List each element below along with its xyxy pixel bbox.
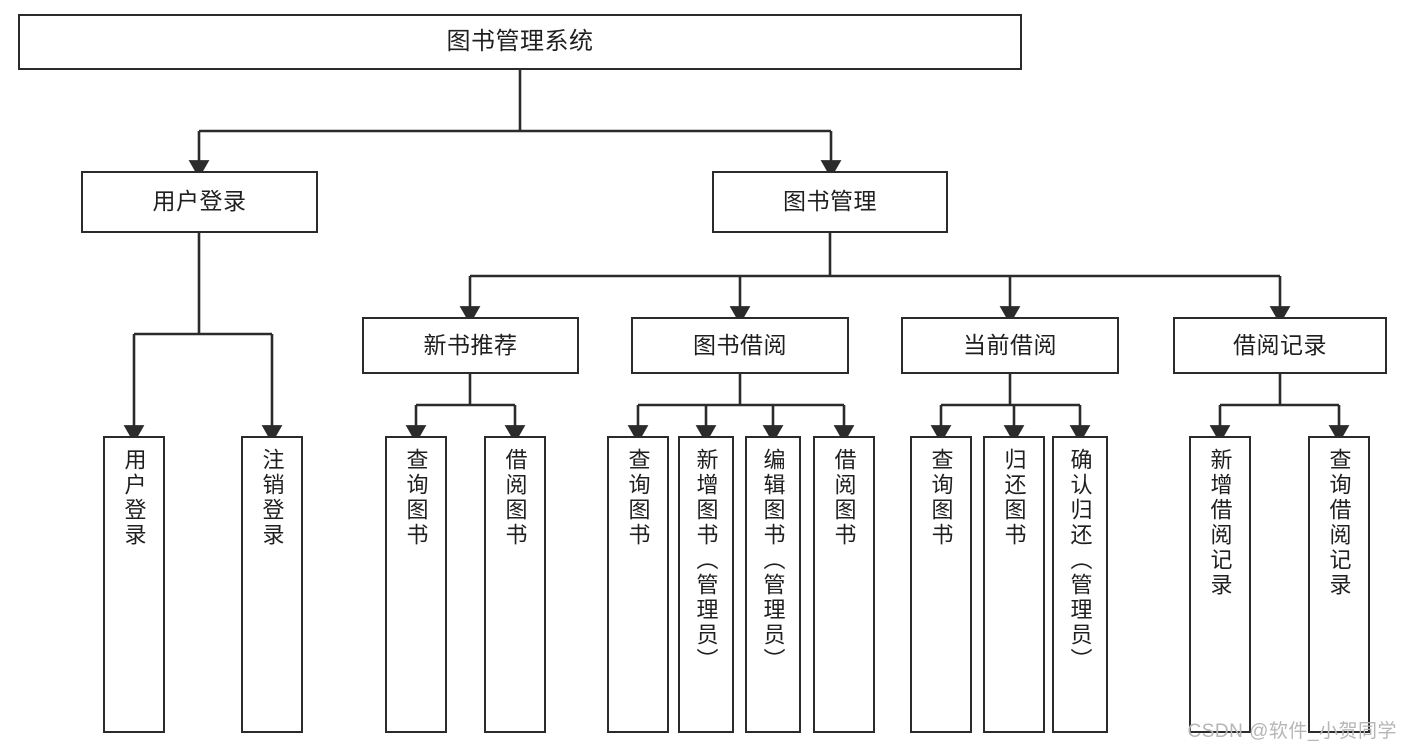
node-leaf-add-book-label: 新增图书（管理员） bbox=[693, 448, 719, 673]
node-leaf-confirm-return[interactable]: 确认归还（管理员） bbox=[1052, 436, 1108, 733]
node-current-borrow-label: 当前借阅 bbox=[963, 331, 1057, 358]
node-leaf-borrow-book-2-label: 借阅图书 bbox=[831, 448, 857, 548]
node-book-manage[interactable]: 图书管理 bbox=[712, 171, 948, 233]
node-root-label: 图书管理系统 bbox=[446, 27, 594, 55]
node-leaf-query-book-3[interactable]: 查询图书 bbox=[910, 436, 972, 733]
node-leaf-user-login[interactable]: 用户登录 bbox=[103, 436, 165, 733]
node-user-login[interactable]: 用户登录 bbox=[81, 171, 318, 233]
node-user-login-label: 用户登录 bbox=[152, 188, 247, 215]
node-leaf-borrow-book-1[interactable]: 借阅图书 bbox=[484, 436, 546, 733]
node-leaf-user-login-label: 用户登录 bbox=[121, 448, 147, 548]
node-leaf-add-book[interactable]: 新增图书（管理员） bbox=[678, 436, 734, 733]
watermark-text: CSDN @软件_小贺同学 bbox=[1187, 721, 1397, 742]
node-book-manage-label: 图书管理 bbox=[783, 188, 877, 215]
node-borrow-record[interactable]: 借阅记录 bbox=[1173, 317, 1387, 374]
node-leaf-query-book-1[interactable]: 查询图书 bbox=[385, 436, 447, 733]
node-leaf-borrow-book-2[interactable]: 借阅图书 bbox=[813, 436, 875, 733]
node-leaf-return-book[interactable]: 归还图书 bbox=[983, 436, 1045, 733]
node-new-book-recommend-label: 新书推荐 bbox=[423, 331, 518, 358]
node-current-borrow[interactable]: 当前借阅 bbox=[901, 317, 1119, 374]
node-leaf-edit-book-label: 编辑图书（管理员） bbox=[760, 448, 786, 673]
node-leaf-query-book-2-label: 查询图书 bbox=[625, 448, 651, 548]
node-leaf-query-book-1-label: 查询图书 bbox=[403, 448, 429, 548]
node-borrow-record-label: 借阅记录 bbox=[1233, 331, 1327, 358]
node-leaf-return-book-label: 归还图书 bbox=[1001, 448, 1027, 548]
node-leaf-query-book-3-label: 查询图书 bbox=[928, 448, 954, 548]
node-book-borrow[interactable]: 图书借阅 bbox=[631, 317, 849, 374]
node-leaf-borrow-book-1-label: 借阅图书 bbox=[502, 448, 528, 548]
node-leaf-add-record[interactable]: 新增借阅记录 bbox=[1189, 436, 1251, 733]
node-leaf-logout-label: 注销登录 bbox=[259, 448, 285, 548]
node-leaf-confirm-return-label: 确认归还（管理员） bbox=[1067, 448, 1093, 673]
node-leaf-edit-book[interactable]: 编辑图书（管理员） bbox=[745, 436, 801, 733]
node-leaf-query-record-label: 查询借阅记录 bbox=[1326, 448, 1352, 598]
node-leaf-add-record-label: 新增借阅记录 bbox=[1207, 448, 1233, 598]
node-new-book-recommend[interactable]: 新书推荐 bbox=[362, 317, 579, 374]
node-book-borrow-label: 图书借阅 bbox=[693, 331, 787, 358]
node-root[interactable]: 图书管理系统 bbox=[18, 14, 1022, 70]
node-leaf-query-book-2[interactable]: 查询图书 bbox=[607, 436, 669, 733]
node-leaf-query-record[interactable]: 查询借阅记录 bbox=[1308, 436, 1370, 733]
node-leaf-logout[interactable]: 注销登录 bbox=[241, 436, 303, 733]
